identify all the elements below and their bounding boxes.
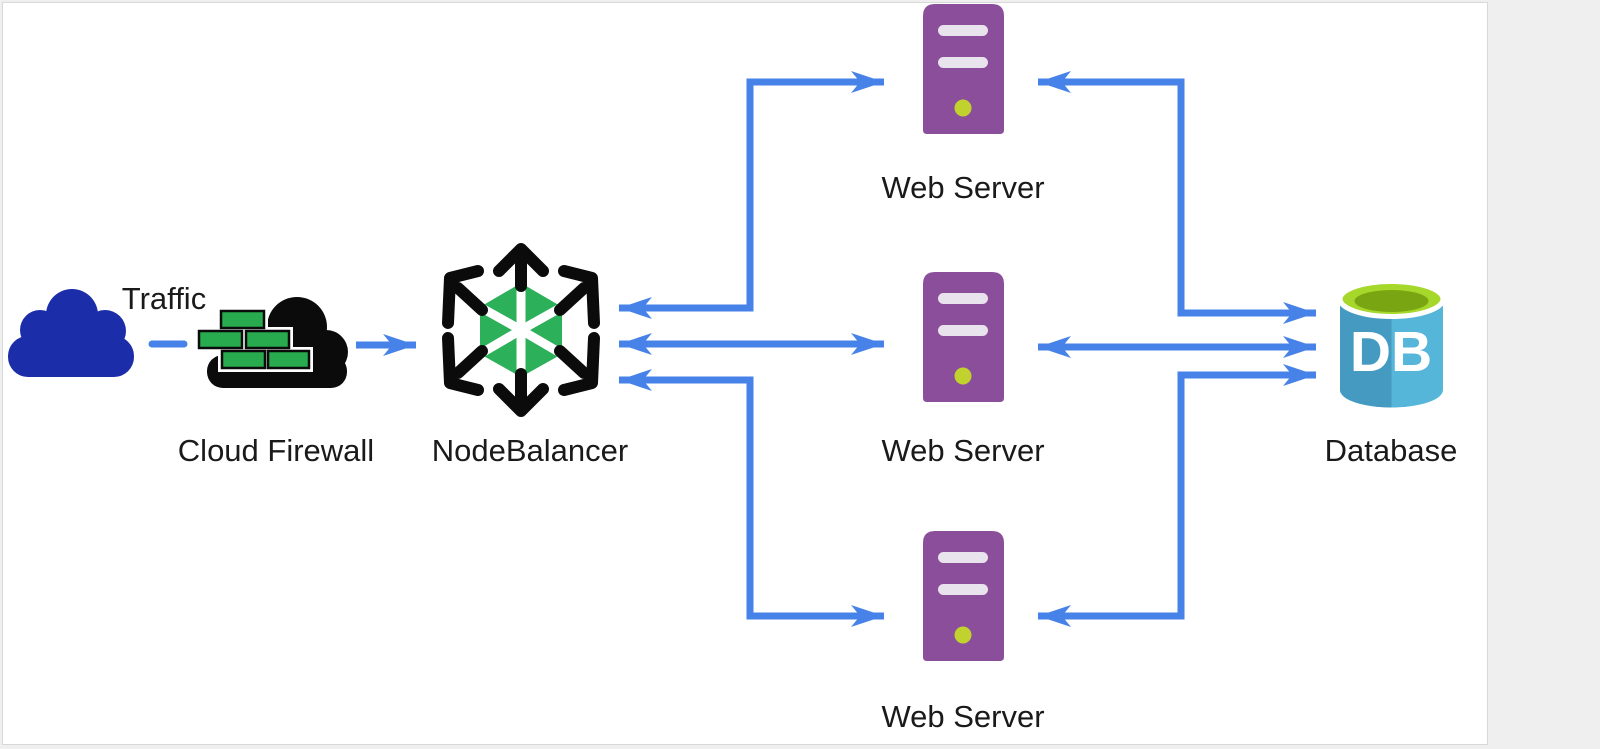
db-icon-text: DB <box>1350 320 1432 384</box>
label-web-server-1: Web Server <box>881 170 1045 205</box>
firewall-bricks <box>197 309 311 370</box>
server-led <box>954 367 972 385</box>
label-nodebalancer: NodeBalancer <box>431 433 629 468</box>
connector-nodebalancer-webserver3 <box>619 369 884 627</box>
traffic-cloud-icon <box>8 289 134 377</box>
server-slot-bar <box>938 57 988 68</box>
database-cylinder-icon: DB <box>1337 279 1446 408</box>
server-tower-icon <box>923 272 1004 402</box>
connector-webserver1-database <box>1038 71 1316 324</box>
label-traffic: Traffic <box>121 281 207 316</box>
server-slot-bar <box>938 325 988 336</box>
label-web-server-2: Web Server <box>881 433 1045 468</box>
connector-nodebalancer-webserver1 <box>619 71 884 319</box>
label-web-server-3: Web Server <box>881 699 1045 734</box>
server-tower-icon <box>923 531 1004 661</box>
nodebalancer-out-arrows <box>442 243 600 417</box>
firewall-cloud-icon <box>195 297 348 388</box>
server-tower-icon <box>923 4 1004 134</box>
database-top-inner <box>1354 290 1429 312</box>
server-led <box>954 99 972 117</box>
label-database: Database <box>1324 433 1458 468</box>
server-slot-bar <box>938 552 988 563</box>
server-slot-bar <box>938 293 988 304</box>
label-cloud-firewall: Cloud Firewall <box>177 433 375 468</box>
server-slot-bar <box>938 25 988 36</box>
connector-webserver3-database <box>1038 364 1316 627</box>
server-led <box>954 626 972 644</box>
server-slot-bar <box>938 584 988 595</box>
nodebalancer-hexagon-icon <box>442 243 600 417</box>
